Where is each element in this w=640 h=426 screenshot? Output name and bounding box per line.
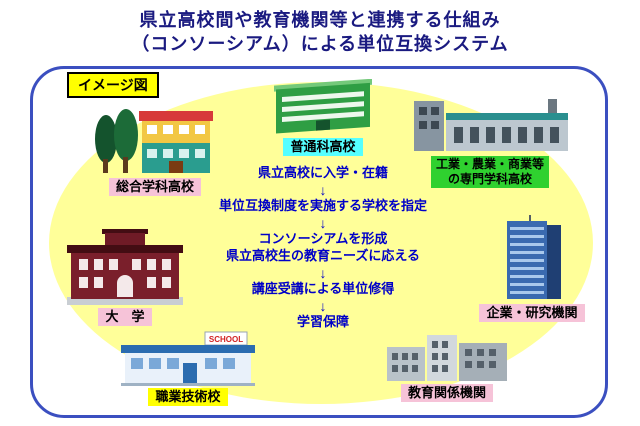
down-arrow-icon: ↓ (319, 214, 327, 231)
label-specialized-highschool: 工業・農業・商業等 の専門学科高校 (430, 156, 549, 188)
node-vocational-school: SCHOOL 職業技術校 (111, 331, 265, 407)
node-integrated-highschool: 総合学科高校 (77, 103, 233, 197)
label-company-research: 企業・研究機関 (479, 304, 585, 323)
page-title: 県立高校間や教育機関等と連携する仕組み （コンソーシアム）による単位互換システム (0, 8, 640, 57)
label-university: 大 学 (98, 308, 152, 327)
diagram-board: イメージ図 普通科高校 (30, 66, 608, 418)
image-type-label: イメージ図 (67, 72, 159, 98)
office-tower-icon (507, 215, 561, 299)
school-sign-text: SCHOOL (209, 335, 243, 344)
flow-step-designate-schools: 単位互換制度を実施する学校を指定 (218, 197, 427, 213)
node-university: 大 学 (59, 229, 191, 327)
down-arrow-icon: ↓ (319, 264, 327, 281)
label-specialized-line1: 工業・農業・商業等 (435, 157, 544, 171)
label-education-institutions: 教育関係機関 (400, 384, 493, 403)
vocational-school-building-icon: SCHOOL (121, 331, 255, 386)
flow-step-enrollment: 県立高校に入学・在籍 (257, 165, 388, 180)
down-arrow-icon: ↓ (319, 297, 327, 314)
flow-step-form-consortium-line2: 県立高校生の教育ニーズに応える (226, 247, 420, 263)
label-specialized-line2: の専門学科高校 (447, 172, 532, 186)
gray-buildings-icon (387, 335, 507, 381)
flow-step-form-consortium-line1: コンソーシアムを形成 (258, 230, 388, 246)
node-company-research: 企業・研究機関 (473, 215, 591, 323)
university-building-icon (67, 229, 183, 305)
node-general-highschool: 普通科高校 (241, 79, 405, 157)
label-general-highschool: 普通科高校 (283, 138, 363, 157)
down-arrow-icon: ↓ (319, 181, 327, 198)
label-integrated-highschool: 総合学科高校 (108, 178, 201, 197)
green-school-building-icon (274, 79, 372, 134)
flow-column: 県立高校に入学・在籍 ↓ 単位互換制度を実施する学校を指定 ↓ コンソーシアムを… (181, 165, 465, 331)
page-title-line1: 県立高校間や教育機関等と連携する仕組み (139, 10, 501, 30)
node-education-institutions: 教育関係機関 (375, 331, 519, 403)
industrial-school-building-icon (413, 99, 568, 151)
flow-step-earn-credits: 講座受講による単位修得 (251, 280, 395, 296)
flow-step-learning-guarantee: 学習保障 (296, 313, 349, 329)
colorful-school-building-icon (94, 109, 213, 173)
node-specialized-highschool: 工業・農業・商業等 の専門学科高校 (399, 97, 581, 188)
page-title-line2: （コンソーシアム）による単位互換システム (131, 34, 509, 55)
label-vocational-school: 職業技術校 (148, 388, 228, 407)
